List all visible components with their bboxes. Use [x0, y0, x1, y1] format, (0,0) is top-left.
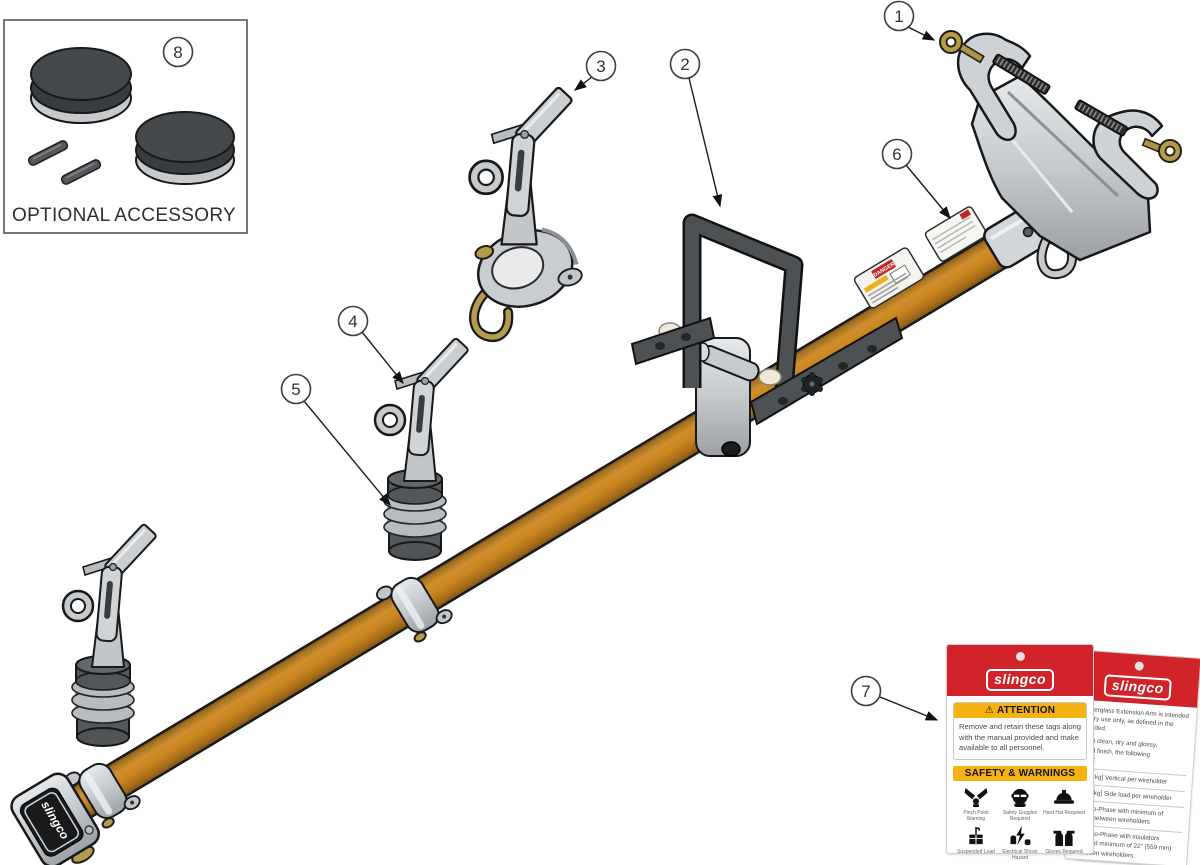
- callout-2: 2: [669, 48, 701, 80]
- eye-screw-right: [1141, 137, 1182, 163]
- attention-box: ⚠ATTENTION Remove and retain these tags …: [953, 702, 1087, 760]
- svg-text:1: 1: [894, 7, 903, 26]
- svg-text:6: 6: [892, 145, 901, 164]
- end-cap: slingco: [10, 772, 100, 865]
- optional-accessory-box: OPTIONAL ACCESSORY: [3, 19, 248, 234]
- attention-tag-header: slingco: [947, 645, 1093, 696]
- clamp-knob: [801, 372, 823, 396]
- warning-triangle-icon: ⚠: [984, 705, 994, 716]
- callout-7: 7: [850, 675, 882, 707]
- tag-hole: [1134, 661, 1145, 671]
- callout-8: 8: [162, 36, 194, 68]
- danger-label: DANGER: [853, 247, 925, 309]
- optional-accessory-label: OPTIONAL ACCESSORY: [12, 205, 236, 226]
- pole-mount-bracket: [630, 213, 904, 457]
- left-threaded-rod: [992, 53, 1051, 95]
- electrical-shock-icon: [1010, 825, 1031, 845]
- warning-item: Hard Hat Required: [1043, 787, 1085, 822]
- spec-label: [924, 206, 988, 262]
- detached-wireholder: [467, 85, 583, 343]
- safety-goggles-icon: [1011, 788, 1029, 807]
- callout-6: 6: [881, 138, 913, 170]
- svg-text:8: 8: [173, 43, 182, 62]
- warning-item: Gloves Required: [1043, 826, 1085, 861]
- pinch-point-icon: [964, 787, 988, 807]
- gloves-icon: [1053, 830, 1075, 846]
- callout-3: 3: [585, 50, 617, 82]
- attention-banner: ⚠ATTENTION: [954, 703, 1086, 718]
- safety-warnings-banner: SAFETY & WARNINGS: [953, 765, 1087, 781]
- warning-item: Suspended Load: [955, 826, 997, 861]
- svg-text:3: 3: [596, 57, 605, 76]
- svg-text:5: 5: [291, 380, 300, 399]
- accessory-pin-2: [60, 159, 102, 185]
- warning-item: Electrical Shock Hazard: [999, 825, 1041, 861]
- slingco-logo: slingco: [986, 669, 1054, 691]
- slingco-logo: slingco: [1103, 674, 1173, 701]
- callouts: 1 2 3 4 5 6 7 8: [162, 0, 951, 721]
- attention-text: Remove and retain these tags along with …: [959, 722, 1082, 753]
- eye-screw: [939, 30, 985, 64]
- warning-item: Safety Goggles Required: [999, 787, 1041, 822]
- svg-text:2: 2: [680, 55, 689, 74]
- dual-wireholder-bracket: [939, 30, 1182, 280]
- tag-hole: [1015, 652, 1025, 661]
- safety-icon-grid: Pinch Point Warning Safety Goggles Requi…: [953, 781, 1087, 863]
- svg-text:4: 4: [348, 312, 357, 331]
- suspended-load-icon: [969, 826, 983, 845]
- right-threaded-rod: [1074, 99, 1129, 137]
- callout-4: 4: [337, 305, 369, 337]
- accessory-pin-1: [27, 140, 69, 166]
- attention-tag: slingco ⚠ATTENTION Remove and retain the…: [946, 644, 1094, 861]
- callout-1: 1: [883, 0, 915, 32]
- attention-title: ATTENTION: [996, 705, 1056, 716]
- accessory-disc-1: [30, 47, 132, 124]
- spec-tag-header: slingco: [1076, 650, 1200, 708]
- svg-text:7: 7: [861, 682, 870, 701]
- hard-hat-icon: [1053, 789, 1075, 804]
- attention-tag-body: ⚠ATTENTION Remove and retain these tags …: [947, 696, 1093, 865]
- callout-5: 5: [280, 373, 312, 405]
- accessory-disc-2: [135, 111, 235, 185]
- warning-item: Pinch Point Warning: [955, 787, 997, 822]
